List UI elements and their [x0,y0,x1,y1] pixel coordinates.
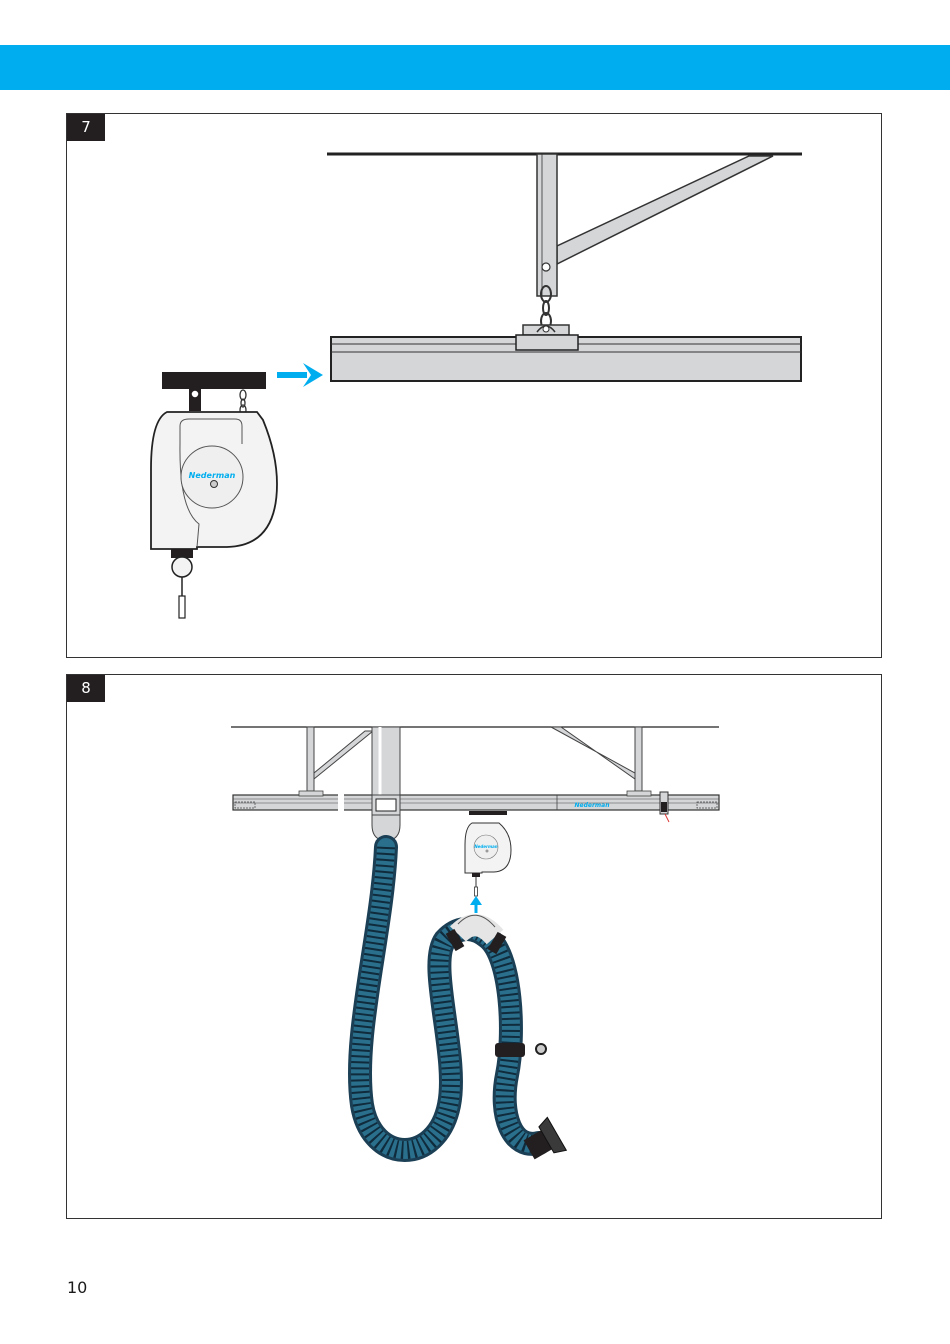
arrow-up-icon [470,896,482,905]
cable-end [179,596,185,618]
hose-outlet-ball [172,557,192,577]
illustration-rail-mounting: Nederman [67,114,883,659]
illustration-hose-assembly: Nederman Nederman [67,675,883,1220]
hose-clamp [495,1043,525,1057]
hanger-bolt [542,263,550,271]
overhead-rail [233,795,719,810]
nederman-logo: Nederman [189,471,236,480]
figure-8: 8 Nederman Nederman [66,674,882,1219]
nozzle [520,1117,567,1166]
trolley-plate [516,335,578,350]
header-band [0,45,950,90]
exhaust-duct [372,727,400,795]
vertical-hanger [537,154,557,296]
diagonal-brace [557,156,773,264]
clamp-bolt [536,1044,546,1054]
page-number: 10 [67,1278,87,1297]
svg-text:Nederman: Nederman [474,844,497,849]
figure-7: 7 Nederm [66,113,882,658]
reel-trolley-bar [162,372,266,389]
rail-logo: Nederman [575,802,610,809]
